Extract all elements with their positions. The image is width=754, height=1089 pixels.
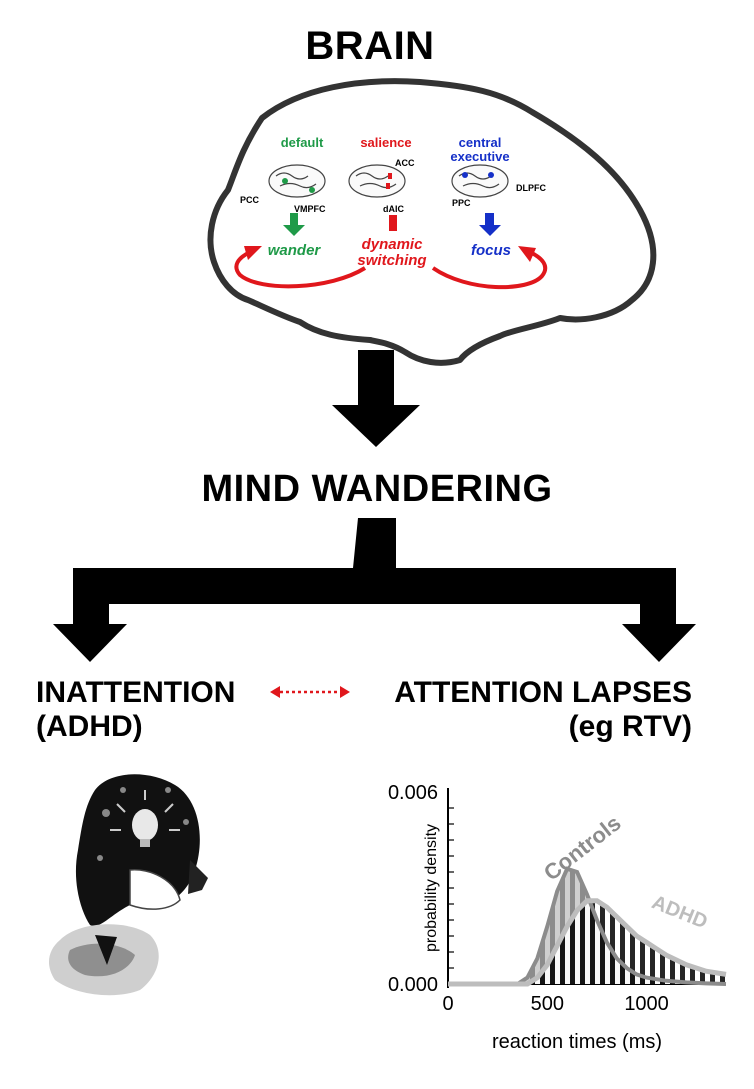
x-tick-label: 500 [531, 993, 564, 1015]
attention-lapses-line2: (eg RTV) [568, 710, 692, 743]
controls-line [448, 866, 727, 986]
wander-label: wander [267, 242, 321, 259]
x-tick-label: 0 [442, 993, 453, 1015]
adhd-child-illustration [48, 774, 208, 996]
brain-to-mind-arrow [332, 350, 420, 447]
inattention-line2: (ADHD) [36, 710, 143, 743]
dlpfc-label: DLPFC [516, 183, 546, 193]
salience-network-brain-icon [348, 164, 406, 198]
ppc-label: PPC [452, 198, 471, 208]
brain-outline [207, 78, 657, 366]
y-axis-label: probability density [423, 824, 440, 952]
acc-label: ACC [395, 158, 415, 168]
brain-stem-curl [458, 338, 491, 362]
y-tick-label: 0.006 [388, 782, 438, 804]
adhd-series-label: ADHD [649, 891, 711, 933]
brain-title: BRAIN [305, 24, 435, 68]
blue-down-arrow [479, 213, 501, 236]
pcc-label: PCC [240, 195, 260, 205]
vmpfc-label: VMPFC [294, 204, 326, 214]
focus-label: focus [470, 242, 511, 259]
red-bar [389, 215, 397, 231]
attention-lapses-line1: ATTENTION LAPSES [394, 676, 692, 709]
inattention-line1: INATTENTION [36, 676, 236, 709]
executive-network-brain-icon [451, 164, 509, 198]
mind-wandering-label: MIND WANDERING [201, 468, 553, 510]
right-curved-arrow [431, 250, 548, 290]
adhd-line [448, 898, 727, 987]
x-axis-label: reaction times (ms) [492, 1031, 662, 1053]
attention-lapses-label: ATTENTION LAPSES (eg RTV) [394, 676, 692, 744]
controls-series-label: Controls [539, 810, 626, 885]
default-network-label: default [280, 135, 324, 150]
x-tick-label: 1000 [624, 993, 669, 1015]
green-down-arrow [283, 213, 305, 236]
y-tick-label: 0.000 [388, 974, 438, 996]
salience-network-label: salience [360, 135, 412, 150]
daic-label: dAIC [383, 204, 404, 214]
default-network-brain-icon [268, 164, 326, 198]
left-curved-arrow [234, 250, 367, 289]
adhd-area [448, 900, 726, 984]
split-arrow [53, 518, 696, 662]
inattention-label: INATTENTION (ADHD) [36, 676, 235, 744]
